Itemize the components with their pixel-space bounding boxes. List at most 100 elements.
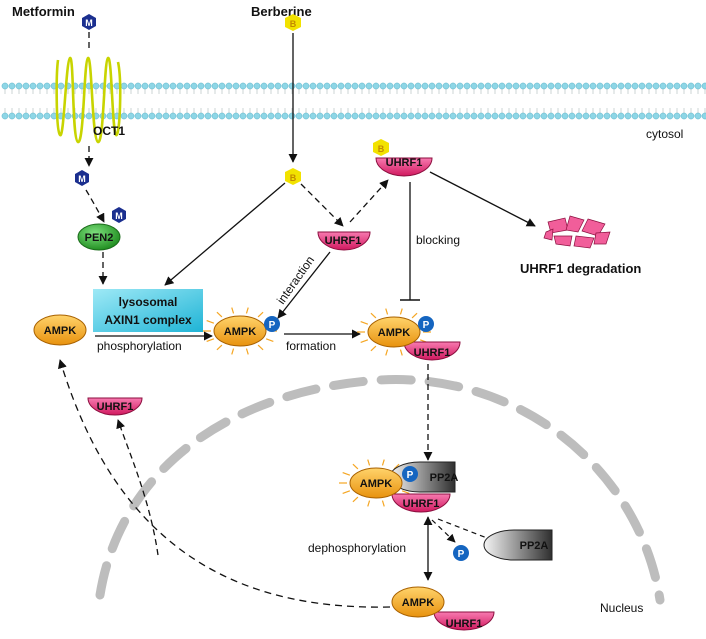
lipid-head	[218, 112, 226, 120]
lipid-head	[547, 82, 555, 90]
activation-ray	[411, 312, 418, 319]
activation-ray	[401, 490, 410, 494]
lipid-head	[652, 82, 660, 90]
interaction-arrow	[277, 251, 331, 319]
activation-ray	[367, 459, 371, 466]
dephosphorylation-label: dephosphorylation	[308, 541, 406, 555]
ampk-uhrf1-pp2a-complex: PP2A UHRF1 AMPK P	[339, 459, 458, 513]
lipid-head	[680, 112, 688, 120]
lipid-head	[463, 82, 471, 90]
uhrf1-to-bound-arrow	[349, 179, 389, 223]
svg-text:PP2A: PP2A	[520, 540, 549, 552]
lipid-head	[148, 82, 156, 90]
lipid-head	[435, 112, 443, 120]
lipid-head	[561, 112, 569, 120]
ampk-phosphorylated: AMPK P	[203, 307, 280, 355]
lipid-head	[589, 82, 597, 90]
lipid-head	[232, 112, 240, 120]
nuclear-envelope	[95, 375, 665, 605]
svg-text:B: B	[290, 19, 297, 29]
lipid-head	[533, 112, 541, 120]
lipid-head	[491, 112, 499, 120]
berberine-to-uhrf1-arrow	[300, 183, 344, 227]
lipid-head	[253, 112, 261, 120]
berberine-molecule-top: B	[285, 14, 301, 31]
lipid-head	[29, 112, 37, 120]
lipid-head	[225, 112, 233, 120]
svg-text:P: P	[423, 320, 430, 331]
lipid-head	[400, 82, 408, 90]
lipid-head	[288, 82, 296, 90]
phosphorylation-label: phosphorylation	[97, 339, 182, 353]
lipid-head	[204, 112, 212, 120]
metformin-molecule-top: M	[82, 14, 96, 30]
lipid-head	[295, 82, 303, 90]
lipid-head	[127, 112, 135, 120]
lipid-head	[582, 112, 590, 120]
lipid-head	[260, 82, 268, 90]
activation-ray	[385, 349, 389, 356]
lipid-head	[638, 112, 646, 120]
activation-ray	[216, 344, 223, 351]
lipid-head	[414, 112, 422, 120]
lipid-head	[659, 82, 667, 90]
lipid-head	[666, 112, 674, 120]
lipid-head	[400, 112, 408, 120]
lipid-head	[617, 112, 625, 120]
lipid-head	[463, 112, 471, 120]
activation-ray	[206, 320, 215, 324]
activation-ray	[257, 311, 264, 318]
lipid-head	[477, 82, 485, 90]
lipid-head	[673, 112, 681, 120]
lipid-head	[183, 82, 191, 90]
lipid-head	[316, 82, 324, 90]
phosphate-release-arrow	[431, 519, 456, 543]
cytosol-label: cytosol	[646, 127, 683, 141]
lipid-head	[365, 82, 373, 90]
lipid-head	[470, 112, 478, 120]
lipid-head	[309, 112, 317, 120]
lipid-head	[351, 112, 359, 120]
activation-ray	[231, 348, 235, 355]
lipid-head	[337, 82, 345, 90]
lipid-head	[337, 112, 345, 120]
svg-text:M: M	[78, 174, 86, 184]
lipid-head	[267, 112, 275, 120]
lipid-head	[302, 82, 310, 90]
lipid-head	[267, 82, 275, 90]
lipid-head	[211, 112, 219, 120]
lipid-head	[281, 112, 289, 120]
lipid-head	[351, 82, 359, 90]
pp2a-release-arrow	[437, 518, 506, 547]
svg-text:AXIN1 complex: AXIN1 complex	[104, 313, 192, 327]
lipid-head	[421, 82, 429, 90]
lipid-head	[372, 82, 380, 90]
berberine-title: Berberine	[251, 4, 312, 19]
lipid-head	[568, 82, 576, 90]
lipid-head	[22, 112, 30, 120]
lipid-head	[484, 112, 492, 120]
lipid-head	[183, 112, 191, 120]
lipid-head	[169, 112, 177, 120]
activation-ray	[257, 344, 264, 351]
lipid-head	[295, 112, 303, 120]
lipid-head	[218, 82, 226, 90]
lipid-head	[540, 82, 548, 90]
svg-text:AMPK: AMPK	[378, 327, 410, 339]
lipid-head	[575, 112, 583, 120]
lipid-head	[36, 112, 44, 120]
activation-ray	[360, 321, 369, 325]
lipid-head	[624, 82, 632, 90]
svg-text:UHRF1: UHRF1	[403, 498, 440, 510]
lipid-head	[386, 112, 394, 120]
oct1-transporter	[55, 56, 122, 144]
lipid-head	[512, 112, 520, 120]
lipid-head	[8, 82, 16, 90]
lipid-head	[491, 82, 499, 90]
lipid-head	[540, 112, 548, 120]
lipid-head	[239, 82, 247, 90]
lipid-head	[92, 82, 100, 90]
uhrf1-protein-exported: UHRF1	[87, 397, 143, 416]
released-phosphate: P	[453, 545, 469, 561]
lipid-head	[211, 82, 219, 90]
